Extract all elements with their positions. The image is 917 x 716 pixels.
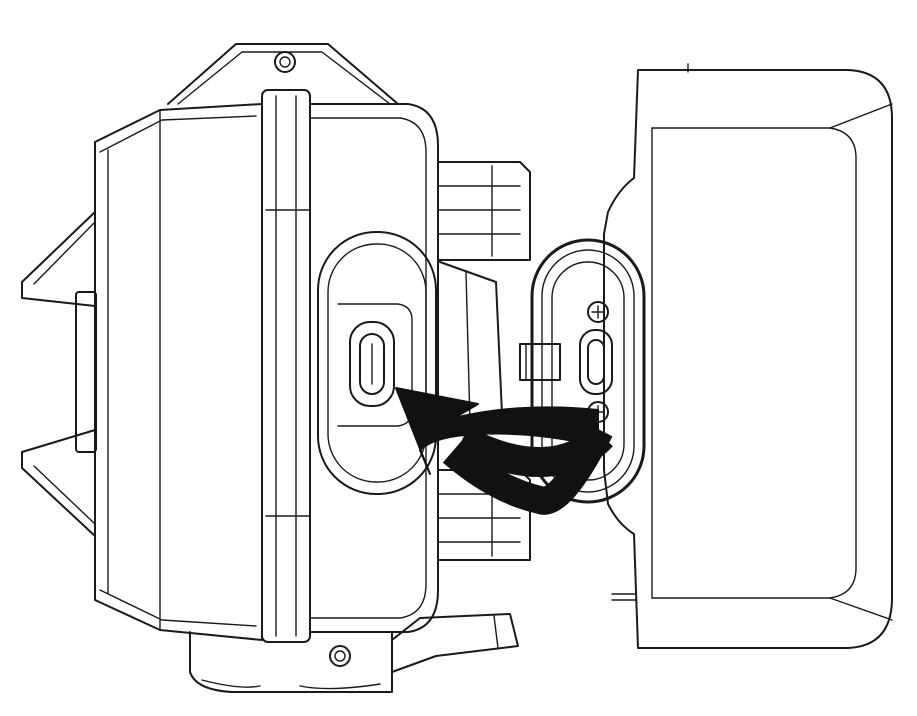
cover-screw-top-icon [587,301,609,323]
port-cover-outline [519,63,893,649]
bottom-screw-icon [329,645,351,667]
usb-port-icon [349,321,395,407]
port-recess [317,231,437,495]
top-screw-icon [274,51,296,73]
lens-side-icon [75,291,97,453]
curved-arrow-icon [395,387,613,515]
camera-body-outline [21,43,531,693]
cover-plug-icon [579,329,613,395]
